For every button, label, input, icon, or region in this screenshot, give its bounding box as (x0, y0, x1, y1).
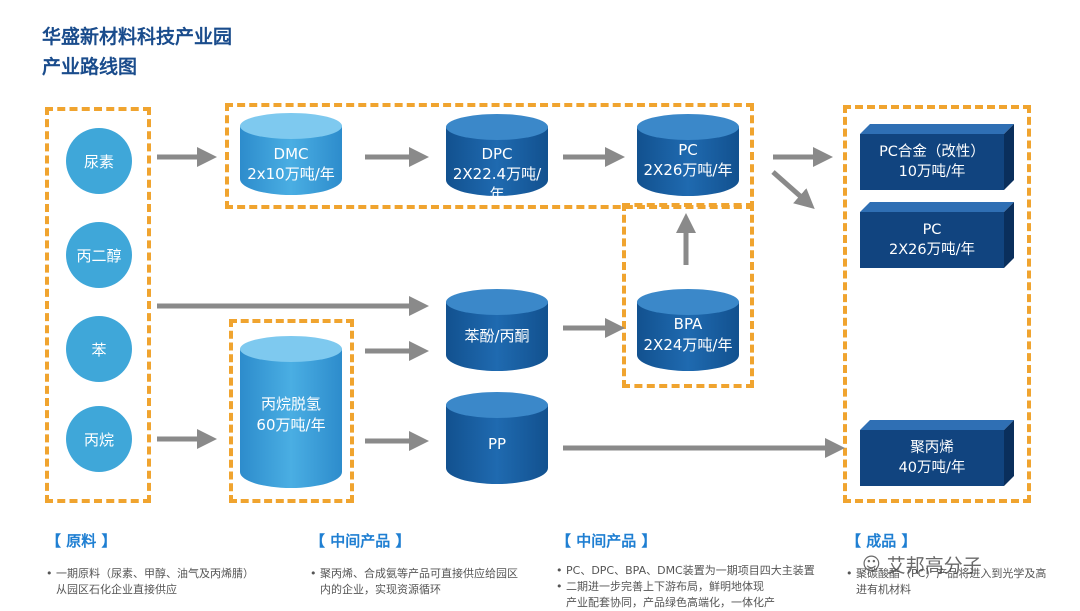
section-products-note: • 聚碳酸酯（PC）产品将进入到光学及高端 进有机材料 (846, 567, 1046, 596)
raw-material-propane: 丙烷 (66, 406, 132, 472)
carbonate-chain-group (225, 103, 754, 209)
pc-capacity: 2X26万吨/年 (643, 161, 733, 179)
product-pc: PC 2X26万吨/年 (860, 202, 1014, 268)
pdh-capacity: 60万吨/年 (256, 416, 326, 434)
arrow-pc-product (771, 170, 815, 209)
raw-materials-group (45, 107, 151, 503)
wechat-icon: ☺ (862, 554, 881, 575)
pc-name: PC (678, 141, 698, 159)
section-intermediate-note: • 聚丙烯、合成氨等产品可直接供应给园区 内的企业，实现资源循环 (310, 567, 518, 596)
section-intermediate-heading: 【 中间产品 】 (310, 532, 411, 550)
raw-material-propylene-glycol: 丙二醇 (66, 222, 132, 288)
cylinder-pc: PC 2X26万吨/年 (637, 114, 739, 196)
product-pc-name: PC (922, 222, 942, 238)
cylinder-phenol-acetone: 苯酚/丙酮 (446, 289, 548, 371)
bpa-group (622, 203, 754, 388)
polypropylene-name: 聚丙烯 (910, 440, 954, 456)
watermark: ☺ 艾邦高分子 (862, 554, 982, 577)
pdh-group (229, 319, 354, 503)
cylinder-pp: PP (446, 392, 548, 484)
polypropylene-capacity: 40万吨/年 (898, 460, 966, 476)
bpa-name: BPA (673, 315, 703, 333)
section-intermediate2-heading: 【 中间产品 】 (556, 532, 657, 550)
cylinder-dmc: DMC 2x10万吨/年 (240, 113, 342, 195)
products-group (843, 105, 1031, 503)
pc-alloy-name: PC合金（改性） (879, 144, 985, 160)
cylinder-dpc: DPC 2X22.4万吨/年 (446, 114, 548, 203)
raw-material-benzene: 苯 (66, 316, 132, 382)
dmc-capacity: 2x10万吨/年 (247, 165, 335, 183)
cylinder-bpa: BPA 2X24万吨/年 (637, 289, 739, 371)
pp-name: PP (487, 435, 507, 453)
dmc-name: DMC (273, 145, 309, 163)
pc-alloy-capacity: 10万吨/年 (898, 164, 966, 180)
bpa-capacity: 2X24万吨/年 (643, 336, 733, 354)
section-products-heading: 【 成品 】 (846, 532, 917, 550)
dpc-name: DPC (481, 145, 513, 163)
section-intermediate2-note: • PC、DPC、BPA、DMC装置为一期项目四大主装置 • 二期进一步完善上下… (556, 564, 815, 609)
product-polypropylene: 聚丙烯 40万吨/年 (860, 420, 1014, 486)
dpc-capacity: 2X22.4万吨/年 (452, 165, 542, 203)
page-title: 华盛新材料科技产业园 (42, 26, 233, 48)
product-pc-capacity: 2X26万吨/年 (889, 242, 975, 258)
page-subtitle: 产业路线图 (42, 56, 138, 78)
pdh-name: 丙烷脱氢 (260, 395, 321, 413)
cylinder-pdh: 丙烷脱氢 60万吨/年 (240, 336, 342, 488)
phenol-acetone-name: 苯酚/丙酮 (464, 327, 530, 345)
raw-material-urea: 尿素 (66, 128, 132, 194)
section-raw-heading: 【 原料 】 (46, 532, 117, 550)
product-pc-alloy: PC合金（改性） 10万吨/年 (860, 124, 1014, 190)
section-raw-note: • 一期原料（尿素、甲醇、油气及丙烯腈） 从园区石化企业直接供应 (46, 567, 254, 596)
